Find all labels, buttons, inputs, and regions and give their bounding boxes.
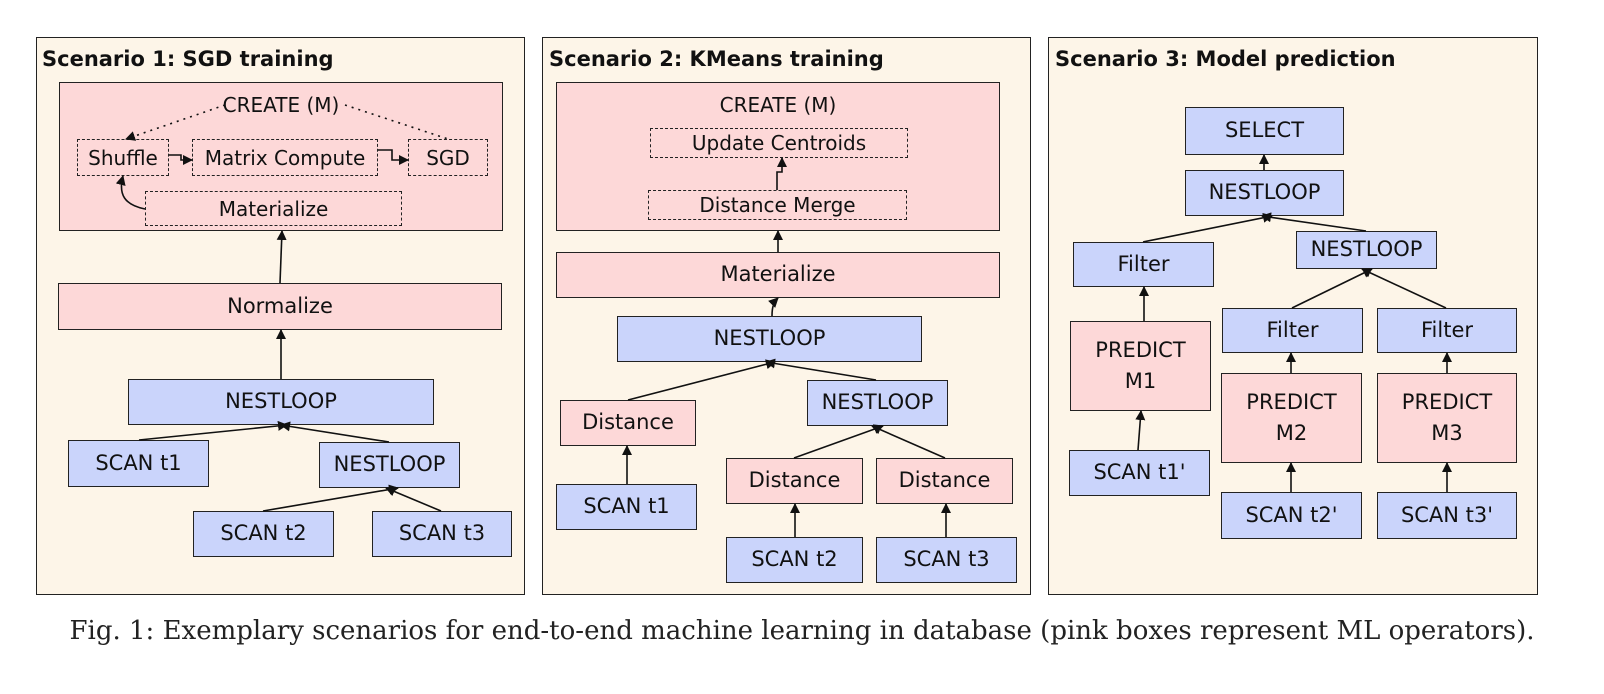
arrow-nestloop-to-materialize [768, 297, 779, 317]
arrow-nestloop-inner-to-nestloop [1261, 212, 1367, 232]
scenario2-distance-left: Distance [560, 400, 696, 446]
scenario2-scan-t3: SCAN t3 [876, 537, 1017, 583]
arrow-distance-to-nestloop [627, 359, 776, 401]
arrow-scan-t1-to-nestloop [138, 420, 288, 441]
scenario3-predict-m2: PREDICT M2 [1221, 373, 1362, 463]
scenario3-scan-t2p: SCAN t2' [1221, 492, 1362, 539]
scenario1-normalize: Normalize [58, 283, 502, 330]
scenario2-scan-t1: SCAN t1 [556, 484, 697, 530]
arrow-scan-t3-to-nestloop-inner [385, 486, 442, 512]
arrow-distance-merge-to-update-centroids [776, 157, 787, 190]
dotted-create-to-shuffle [125, 104, 226, 141]
scenario3-scan-t1p: SCAN t1' [1069, 450, 1210, 496]
scenario1-scan-t3: SCAN t3 [372, 511, 512, 557]
scenario1-scan-t2: SCAN t2 [193, 511, 334, 557]
arrow-filter-right-to-nestloop-inner [1361, 268, 1447, 309]
scenario2-create-container [556, 82, 1000, 231]
arrow-filter-mid-to-nestloop-inner [1291, 268, 1373, 309]
scenario3-select: SELECT [1185, 107, 1344, 155]
arrow-materialize-to-shuffle [115, 175, 146, 210]
scenario1-nestloop-inner: NESTLOOP [319, 442, 460, 488]
scenario2-nestloop-top: NESTLOOP [617, 316, 922, 362]
arrow-nestloop-inner-to-nestloop [765, 358, 877, 381]
scenario3-nestloop-top: NESTLOOP [1185, 170, 1344, 216]
scenario2-distance-merge: Distance Merge [648, 190, 907, 220]
scenario3-filter-right: Filter [1377, 308, 1517, 353]
scenario3-title: Scenario 3: Model prediction [1055, 47, 1396, 71]
arrow-matrix-to-sgd [378, 149, 409, 165]
scenario1-materialize: Materialize [145, 191, 402, 226]
scenario2-scan-t2: SCAN t2 [726, 537, 863, 583]
arrow-scan-t1p-to-predict-m1 [1135, 410, 1146, 451]
scenario3-nestloop-inner: NESTLOOP [1296, 231, 1437, 269]
scenario1-scan-t1: SCAN t1 [68, 440, 209, 487]
scenario3-predict-m1: PREDICT M1 [1070, 321, 1211, 411]
scenario2-create-label: CREATE (M) [719, 93, 837, 117]
arrow-filter-to-nestloop [1142, 212, 1273, 243]
arrow-scan-t2-to-nestloop-inner [262, 484, 399, 512]
figure-caption: Fig. 1: Exemplary scenarios for end-to-e… [69, 616, 1535, 646]
arrow-normalize-to-create [276, 230, 287, 284]
arrow-distance-right-to-nestloop-inner [871, 425, 946, 459]
arrow-nestloop-inner-to-nestloop [280, 421, 390, 443]
scenario1-create-label: CREATE (M) [222, 93, 340, 117]
scenario2-distance-mid: Distance [726, 458, 863, 504]
scenario1-nestloop-top: NESTLOOP [128, 379, 434, 425]
arrow-distance-mid-to-nestloop-inner [793, 424, 884, 459]
scenario1-title: Scenario 1: SGD training [42, 47, 334, 71]
scenario3-predict-m3: PREDICT M3 [1377, 373, 1517, 463]
scenario2-update-centroids: Update Centroids [650, 128, 908, 158]
arrow-shuffle-to-matrix [169, 154, 193, 165]
scenario2-title: Scenario 2: KMeans training [549, 47, 884, 71]
dotted-create-to-sgd [344, 104, 449, 140]
scenario3-scan-t3p: SCAN t3' [1377, 492, 1517, 539]
